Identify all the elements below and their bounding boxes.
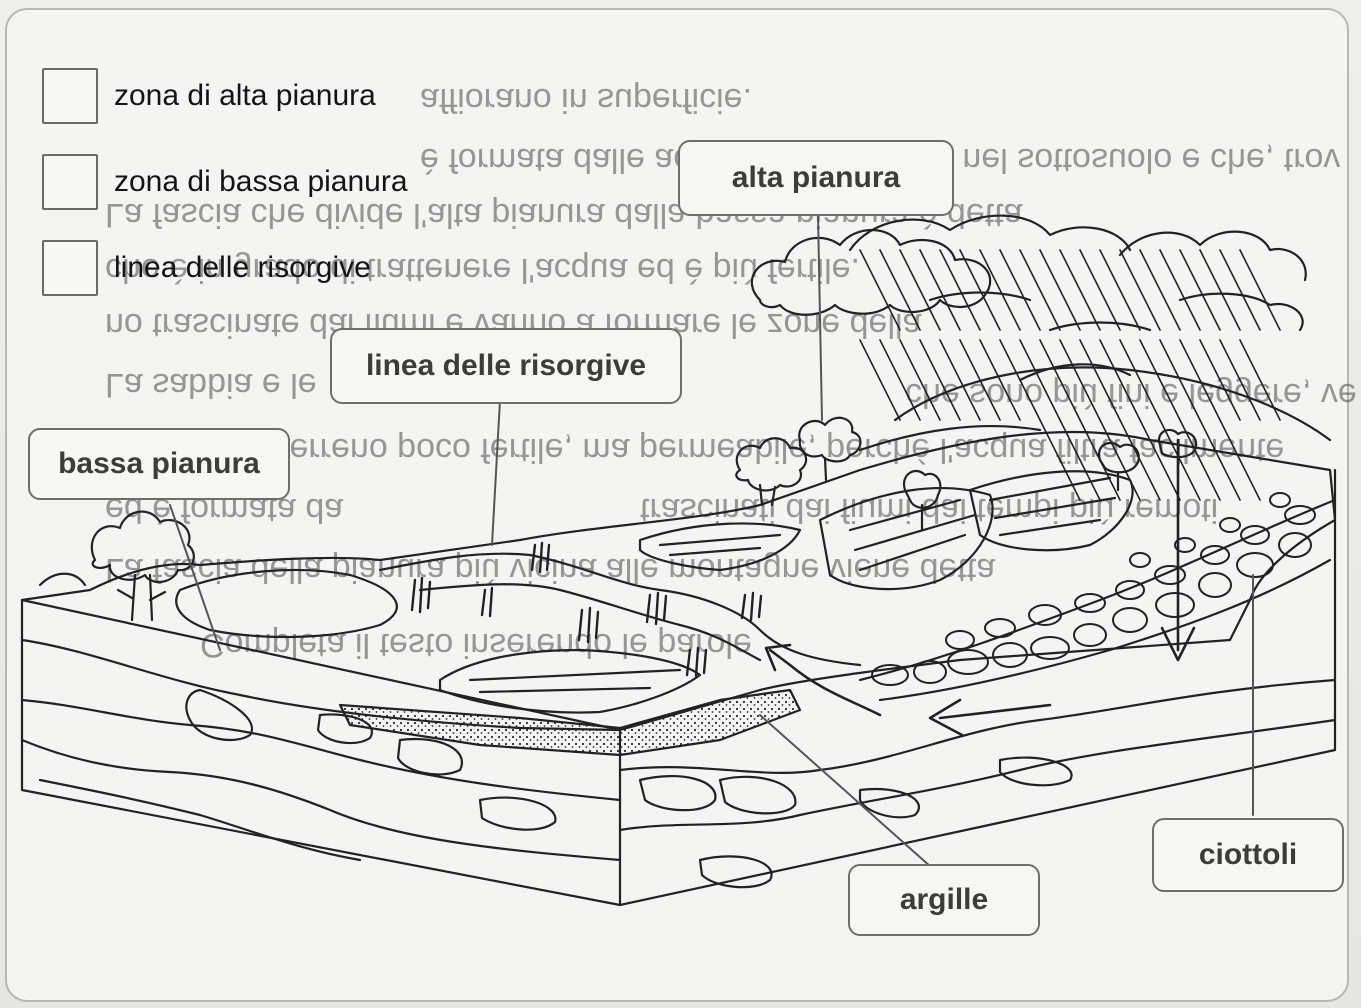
hill [893,366,1332,442]
flow-arrows [764,438,1196,737]
field [175,568,398,639]
tree-left [38,510,195,622]
legend-item-risorgive: linea delle risorgive [42,238,371,298]
block-front-left-face [20,598,622,907]
label-linea-risorgive: linea delle risorgive [330,328,682,404]
leader-lines [169,214,1254,876]
legend-item-alta: zona di alta pianura [42,66,376,126]
rain [859,249,1281,501]
label-ciottoli: ciottoli [1152,818,1344,892]
legend-label: linea delle risorgive [114,251,371,284]
river [378,552,862,667]
legend-item-bassa: zona di bassa pianura [42,152,408,212]
clay-layer [338,688,802,757]
checkbox-alta-pianura[interactable] [42,68,98,124]
legend-label: zona di bassa pianura [114,165,408,198]
label-bassa-pianura: bassa pianura [28,428,290,500]
clouds [750,214,1307,382]
label-argille: argille [848,864,1040,936]
field [638,522,802,572]
legend-label: zona di alta pianura [114,79,376,112]
field [968,470,1134,552]
label-alta-pianura: alta pianura [678,140,954,216]
trees [735,416,1198,532]
reeds [410,541,763,678]
block-front-right-face [618,468,1337,907]
checkbox-linea-risorgive[interactable] [42,240,98,296]
pebbles [871,492,1316,686]
field [438,648,702,714]
exercise-frame [5,8,1349,1002]
field [818,487,994,591]
checkbox-bassa-pianura[interactable] [42,154,98,210]
